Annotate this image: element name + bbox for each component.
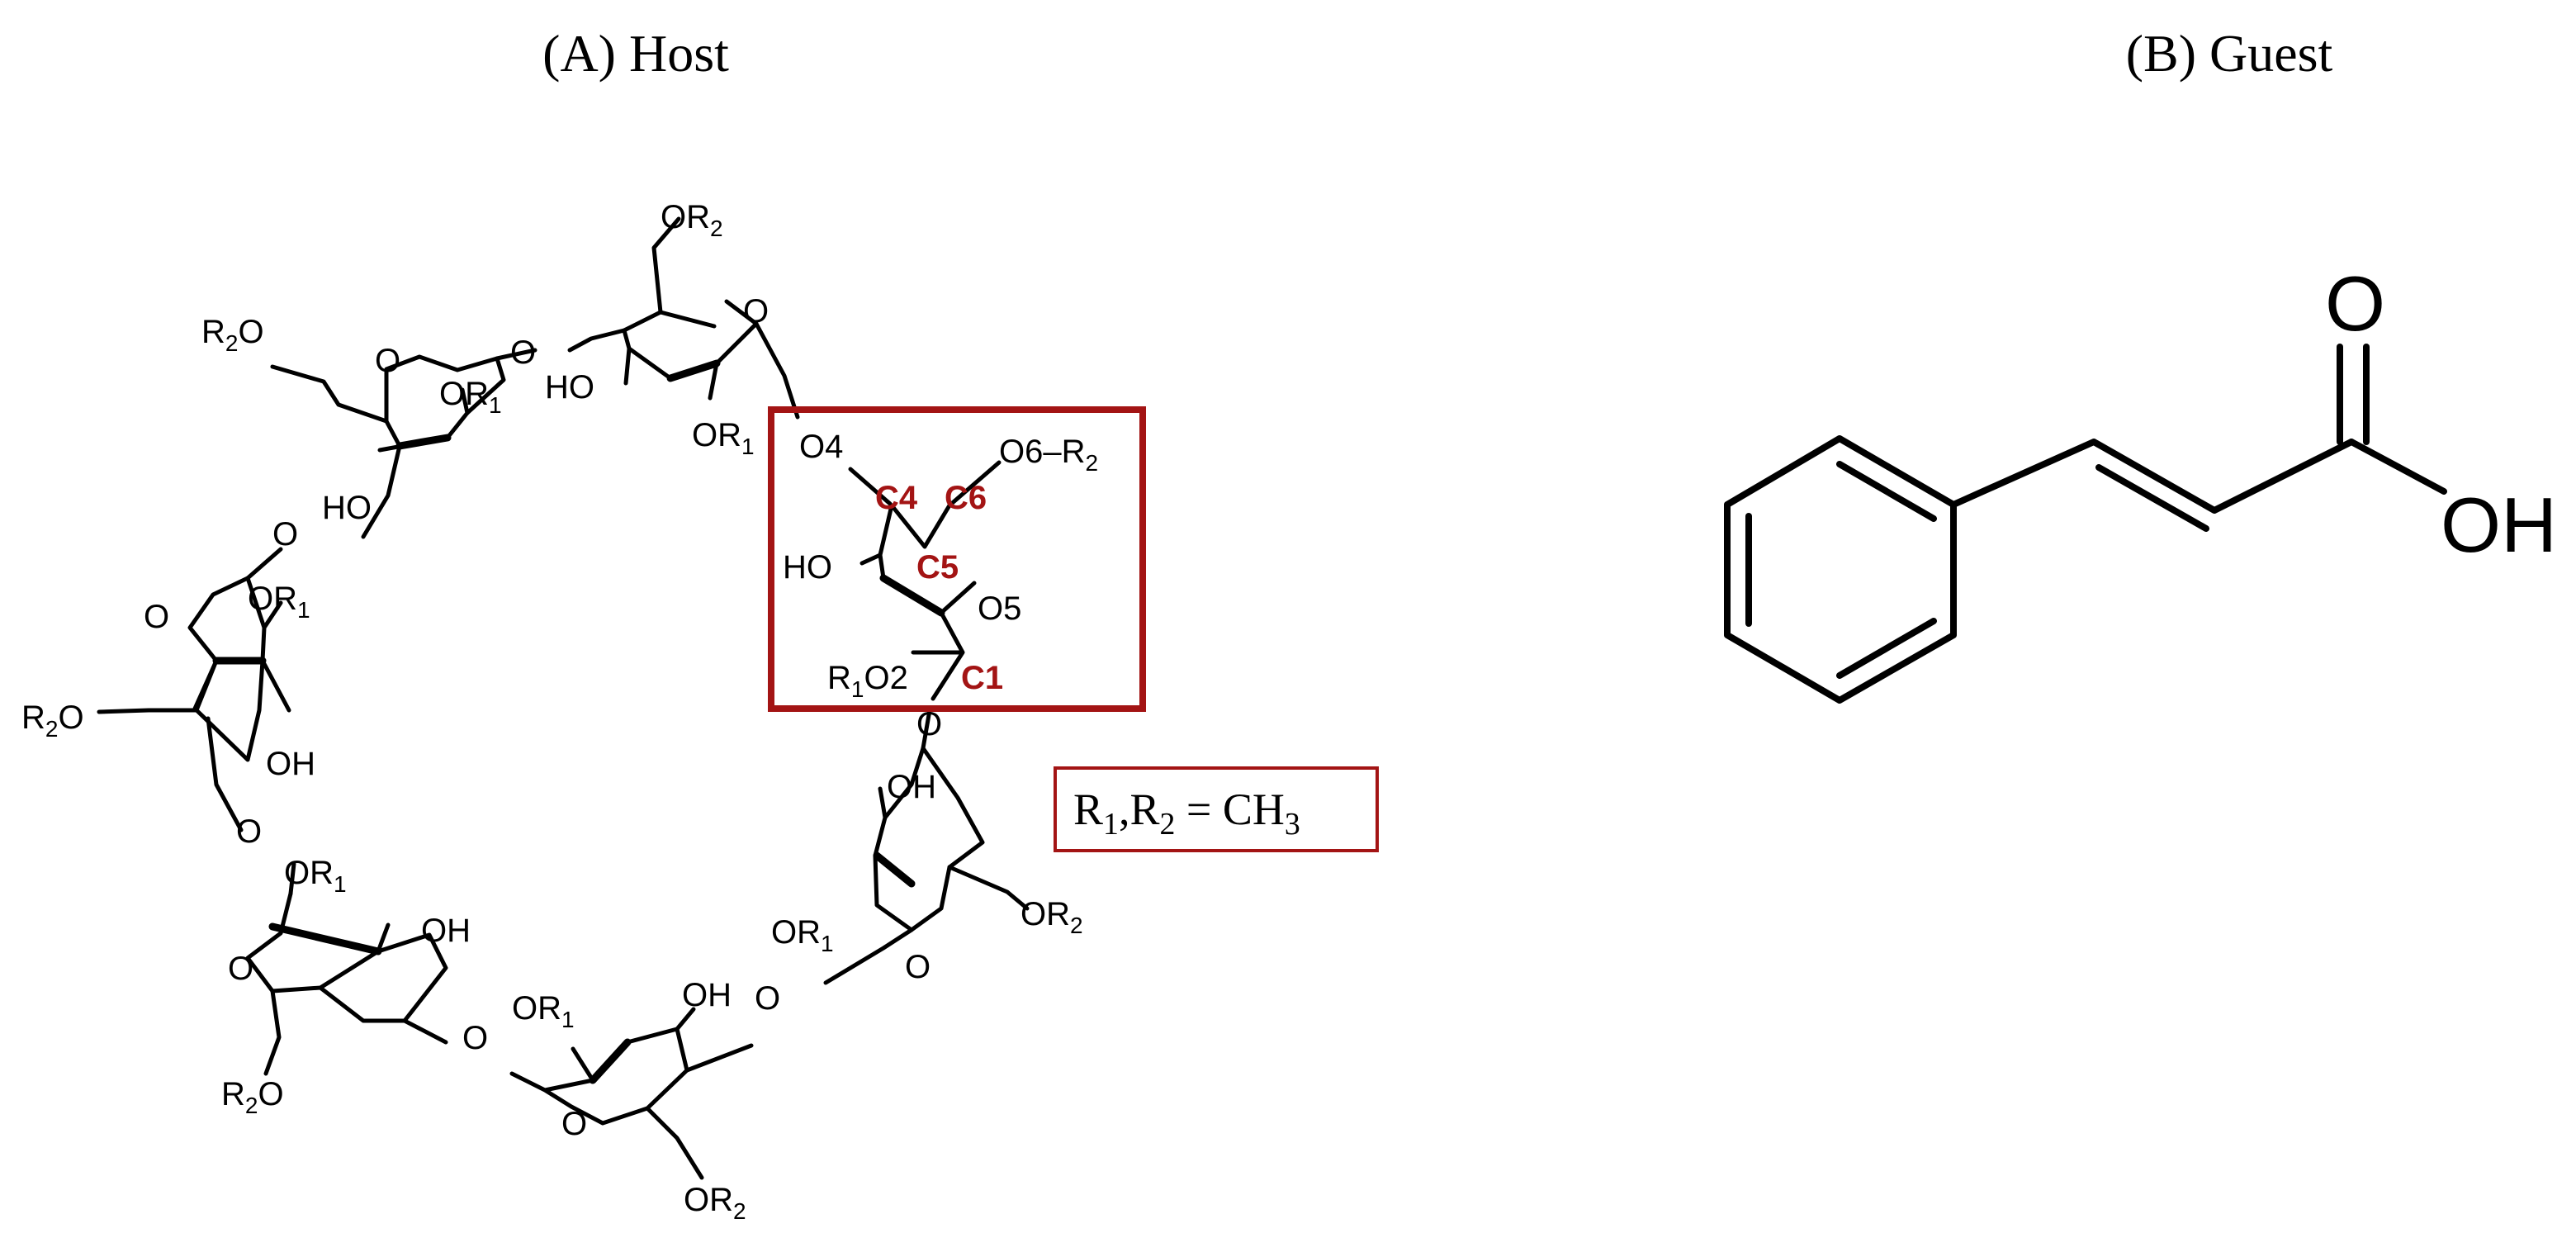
label-o: O xyxy=(561,1106,587,1142)
label-o: O xyxy=(905,949,930,985)
label-oh: OH xyxy=(266,746,315,782)
label-o: O xyxy=(743,293,769,330)
label-o4: O4 xyxy=(799,429,843,465)
label-or1: OR1 xyxy=(512,990,575,1032)
label-oh: OH xyxy=(682,977,732,1013)
host-caption: (A) Host xyxy=(542,24,729,83)
label-r2o: R2O xyxy=(221,1076,284,1118)
label-ho: HO xyxy=(545,369,594,405)
label-or1: OR1 xyxy=(439,376,502,418)
label-r2o: R2O xyxy=(201,314,264,356)
host-atom-labels: OR2 O HO OR1 R2O O O OR1 HO O OR1 O R2O … xyxy=(21,199,1083,1224)
highlight-labels: O4 C4 C6 O6–R2 HO C5 O5 R1O2 C1 xyxy=(783,429,1098,702)
label-o: O xyxy=(510,334,536,371)
label-ho: HO xyxy=(322,490,372,526)
label-r1o2: R1O2 xyxy=(827,660,908,702)
label-or1: OR1 xyxy=(284,855,347,897)
guest-structure: O OH xyxy=(1724,260,2557,704)
label-oh: OH xyxy=(887,769,936,805)
label-c4: C4 xyxy=(875,480,918,516)
substituent-note: R1,R2 = CH3 xyxy=(1073,785,1300,842)
label-o: O xyxy=(272,516,298,552)
label-o: O xyxy=(916,706,942,742)
label-or1: OR1 xyxy=(771,914,834,956)
label-oh: OH xyxy=(421,913,471,949)
hydroxyl-group: OH xyxy=(2441,481,2557,568)
host-structure xyxy=(97,216,1030,1180)
label-o6-r2: O6–R2 xyxy=(999,434,1098,476)
label-c5: C5 xyxy=(916,549,959,586)
label-o: O xyxy=(236,813,262,850)
guest-caption: (B) Guest xyxy=(2126,24,2333,83)
highlight-box xyxy=(768,406,1146,712)
label-r2o: R2O xyxy=(21,699,84,742)
label-c1: C1 xyxy=(961,660,1003,696)
label-or1: OR1 xyxy=(692,417,755,459)
label-c6: C6 xyxy=(945,480,987,516)
label-or2: OR2 xyxy=(661,199,723,241)
carbonyl-oxygen: O xyxy=(2325,260,2385,347)
label-or1: OR1 xyxy=(248,581,310,623)
label-or2: OR2 xyxy=(1020,896,1083,938)
label-o: O xyxy=(228,951,253,987)
label-o: O xyxy=(144,599,169,635)
label-o: O xyxy=(375,343,400,379)
label-or2: OR2 xyxy=(684,1182,746,1224)
substituent-note-box xyxy=(1054,766,1379,852)
label-o5: O5 xyxy=(978,590,1021,627)
label-o: O xyxy=(462,1020,488,1056)
label-o: O xyxy=(755,980,780,1017)
label-ho: HO xyxy=(783,549,832,586)
